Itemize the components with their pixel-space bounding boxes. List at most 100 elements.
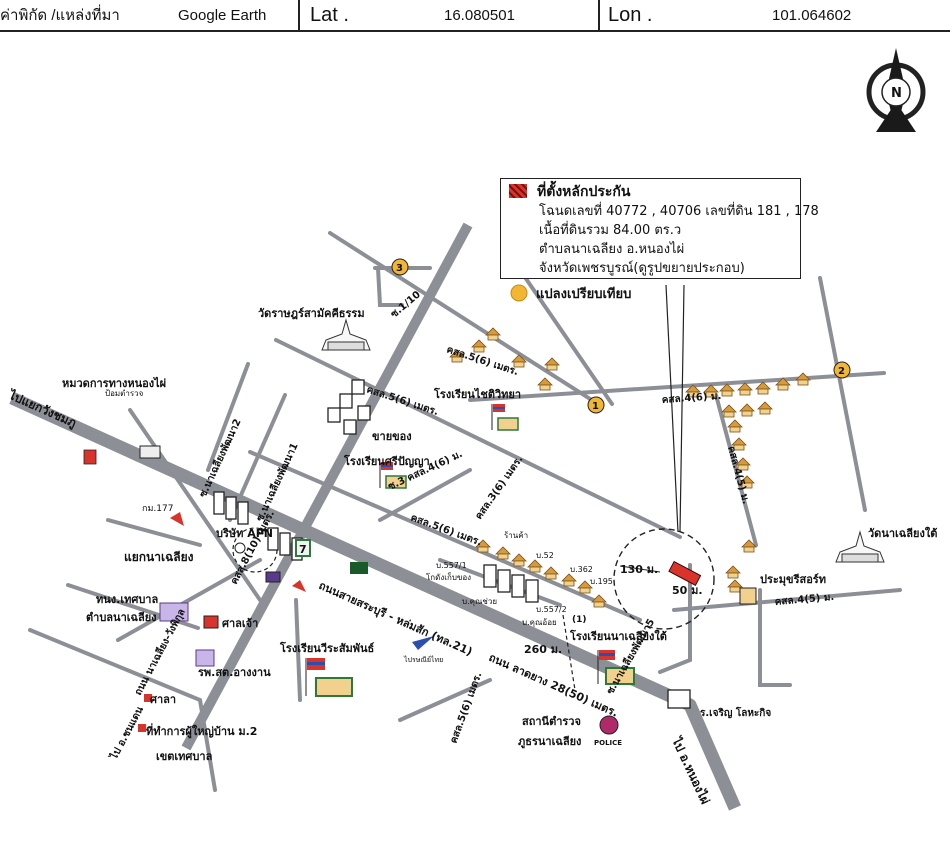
label-k4-5-v: คสล.4(5) ม. xyxy=(725,445,751,505)
svg-text:1: 1 xyxy=(592,401,599,412)
label-school-chaiwit: โรงเรียนไชติวิทยา xyxy=(433,387,521,401)
distance-130: 130 ม. xyxy=(620,563,658,576)
side-road-major xyxy=(181,222,473,751)
lon-label: Lon . xyxy=(608,3,653,26)
road-labels: ถนนสายสระบุรี - หล่มสัก (ทล.21) ถนน ลาดย… xyxy=(5,289,835,806)
road xyxy=(714,393,758,547)
label-house-kunchuay: บ.คุณช่วย xyxy=(462,597,497,606)
zoom-circle xyxy=(613,528,715,630)
label-k5-6-c: คสล.5(6) เมตร. xyxy=(409,512,483,548)
plot-number: (1) xyxy=(572,615,587,625)
legend-deed: โฉนดเลขที่ 40772 , 40706 เลขที่ดิน 181 ,… xyxy=(539,204,819,219)
label-school-sripanya: โรงเรียนศรีปัญญา xyxy=(343,454,430,468)
distance-line xyxy=(562,614,576,691)
coord-source: Google Earth xyxy=(178,6,267,24)
road xyxy=(28,628,217,792)
lat-value: 16.080501 xyxy=(444,6,515,24)
road xyxy=(378,468,472,522)
school-icon xyxy=(379,462,407,489)
highway-office-icon xyxy=(83,445,161,465)
road xyxy=(294,598,302,702)
label-k5-6-bottom: คสล.5(6) เมตร. xyxy=(448,671,484,745)
road xyxy=(328,231,600,406)
road xyxy=(206,362,250,472)
label-police: สถานีตำรวจ xyxy=(522,715,581,728)
school-icon xyxy=(491,404,519,431)
road xyxy=(106,518,202,547)
road xyxy=(274,338,682,539)
svg-text:POLICE: POLICE xyxy=(594,739,622,747)
road xyxy=(818,276,867,512)
label-k3-6: คสล.3(6) เมตร. xyxy=(473,454,525,522)
label-police2: ภูธรนาเฉลียง xyxy=(518,735,581,749)
collateral-plot xyxy=(668,560,702,587)
legend-pointer xyxy=(665,284,685,533)
store-icon xyxy=(739,587,757,605)
coord-label: ค่าพิกัด /แหล่งที่มา xyxy=(0,7,120,24)
road xyxy=(672,588,902,612)
thaipost-icon: ไปรษณีย์ไทย xyxy=(403,636,443,664)
label-house-52: บ.52 xyxy=(536,551,554,560)
label-sala: ศาลา xyxy=(150,693,176,706)
distance-labels: 130 ม. 50 ม. 260 ม. (1) xyxy=(524,563,703,656)
label-temple-right: วัดนาเฉลียงใต้ xyxy=(868,526,937,540)
label-highway-office: หมวดการทางหนองไผ่ xyxy=(62,376,166,390)
svg-text:ไปรษณีย์ไทย: ไปรษณีย์ไทย xyxy=(403,655,443,664)
svg-text:3: 3 xyxy=(396,263,403,274)
compass-rose: N xyxy=(866,48,926,132)
label-hospital: รพ.สต.อางงาน xyxy=(198,666,271,679)
road xyxy=(518,268,614,406)
label-village-head: ที่ทำการผู้ใหญ่บ้าน ม.2 xyxy=(146,723,257,739)
numbered-marker-2: 2 xyxy=(833,361,851,379)
target-swatch-icon xyxy=(509,184,527,198)
apn-icon xyxy=(234,542,246,554)
label-warehouse: โกดังเก็บของ xyxy=(426,572,471,582)
road xyxy=(248,450,642,622)
legend-province: จังหวัดเพชรบูรณ์(ดูรูปขยายประกอบ) xyxy=(539,261,745,276)
road xyxy=(128,408,262,602)
major-roads xyxy=(9,222,741,811)
road xyxy=(376,266,404,307)
svg-text:2: 2 xyxy=(838,366,845,377)
label-to-chondan: ไป อ.ชนแดน xyxy=(107,704,146,762)
label-school-wira: โรงเรียนวีระสัมพันธ์ xyxy=(279,641,375,655)
svg-text:7: 7 xyxy=(299,543,307,556)
label-to-wangchomphu: ไปแยกวังชมภู xyxy=(5,386,79,431)
gas-station-icon xyxy=(170,512,368,592)
distance-line xyxy=(619,565,661,573)
distance-260: 260 ม. xyxy=(524,643,562,656)
legend-area: เนื้อที่ดินรวม 84.00 ตร.ว xyxy=(539,223,682,238)
temple-icon xyxy=(835,530,885,563)
label-shop2: ร้านค้า xyxy=(504,531,528,540)
header-divider xyxy=(298,0,300,30)
label-house-5571: บ.557/1 xyxy=(436,561,467,570)
police-icon: POLICE xyxy=(594,715,622,747)
hospital-icon xyxy=(195,649,215,667)
label-shrine: ศาลเจ้า xyxy=(222,617,258,630)
label-house-362: บ.362 xyxy=(570,565,593,574)
temple-icon xyxy=(321,318,371,351)
compass-north-label: N xyxy=(891,86,902,101)
label-municipality: ทนง.เทศบาล xyxy=(96,593,158,606)
building-blocks xyxy=(213,379,691,709)
compare-plot-marker xyxy=(510,284,528,302)
label-km177: กม.177 xyxy=(142,504,173,514)
label-k4-5-r: คสล.4(5) ม. xyxy=(774,592,834,608)
legend-title: ที่ตั้งหลักประกัน xyxy=(537,184,631,200)
label-highway-sign: ป้อมตำรวจ xyxy=(105,389,144,398)
label-junction: แยกนาเฉลียง xyxy=(124,550,194,564)
label-store: ประมุขรีสอร์ท xyxy=(760,573,826,587)
lat-label: Lat . xyxy=(310,3,349,26)
numbered-marker-1: 1 xyxy=(587,396,605,414)
collateral-legend: ที่ตั้งหลักประกัน โฉนดเลขที่ 40772 , 407… xyxy=(500,178,819,279)
location-map: N 1 2 3 xyxy=(5,48,937,811)
label-rungcharoen: ร.เจริญ โลหะกิจ xyxy=(700,706,771,719)
distance-50: 50 ม. xyxy=(672,584,703,597)
road xyxy=(468,371,886,402)
lon-value: 101.064602 xyxy=(772,6,852,24)
header-divider xyxy=(598,0,600,30)
sala-icon xyxy=(138,694,152,732)
label-k4-6-top: คสล.4(6) ม. xyxy=(661,391,721,406)
label-municipality2: ตำบลนาเฉลียง xyxy=(86,611,157,624)
label-shop: ขายของ xyxy=(372,430,412,443)
